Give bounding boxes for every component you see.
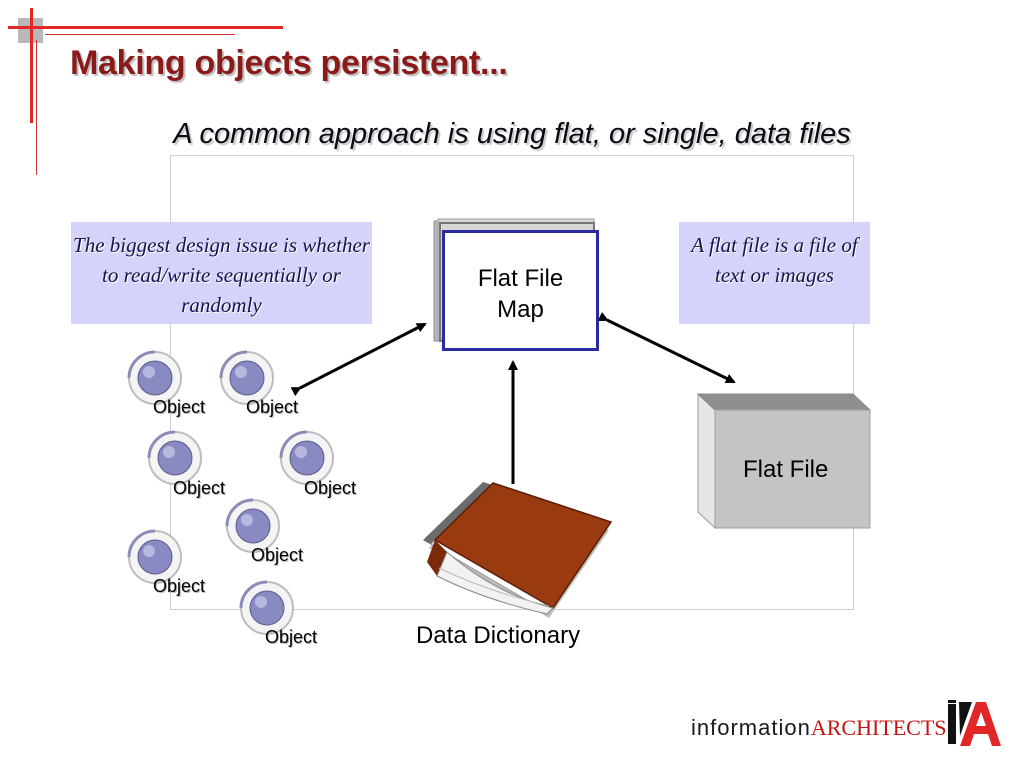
object-item: Object [239, 580, 329, 652]
brand-text-architects: ARCHITECTS [811, 715, 947, 740]
object-label: Object [153, 397, 205, 418]
brand-text-information: information [691, 715, 811, 740]
object-label: Object [246, 397, 298, 418]
object-item: Object [279, 430, 369, 502]
arrow-objects-map [300, 324, 425, 388]
object-label: Object [265, 627, 317, 648]
object-item: Object [147, 430, 237, 502]
object-label: Object [153, 576, 205, 597]
ia-logo-icon [946, 700, 1002, 748]
object-item: Object [127, 529, 217, 601]
object-label: Object [251, 545, 303, 566]
arrow-map-flatfile [607, 320, 734, 382]
brand-wordmark: informationARCHITECTS [691, 715, 947, 741]
object-item: Object [225, 498, 315, 570]
object-item: Object [219, 350, 309, 420]
object-label: Object [304, 478, 356, 499]
object-label: Object [173, 478, 225, 499]
object-item: Object [127, 350, 217, 420]
